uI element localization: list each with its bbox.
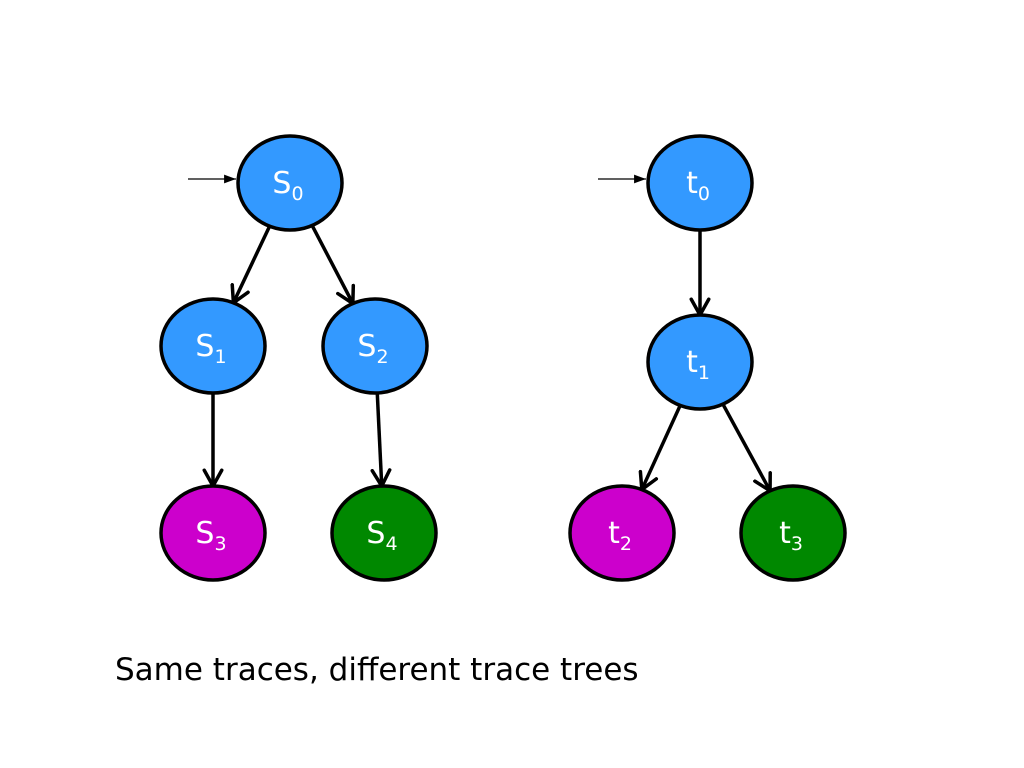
state-circle bbox=[568, 484, 676, 582]
state-node-s0: S0 bbox=[236, 134, 344, 232]
state-label: S1 bbox=[195, 329, 226, 368]
state-label: t2 bbox=[608, 516, 632, 555]
state-node-t2: t2 bbox=[568, 484, 676, 582]
edge-t1-t2 bbox=[638, 404, 682, 492]
state-circle bbox=[159, 297, 267, 395]
state-circle bbox=[646, 313, 754, 411]
state-label: t0 bbox=[686, 166, 710, 205]
state-label: S2 bbox=[357, 329, 388, 368]
state-circle bbox=[739, 484, 847, 582]
state-circle bbox=[321, 297, 429, 395]
state-label: S3 bbox=[195, 516, 226, 555]
state-node-t0: t0 bbox=[646, 134, 754, 232]
state-node-s3: S3 bbox=[159, 484, 267, 582]
edge-s0-s2 bbox=[310, 224, 356, 306]
state-label: t1 bbox=[686, 345, 710, 384]
right-trace-tree: t0 t1 t2 t3 bbox=[568, 134, 847, 582]
state-label: S0 bbox=[272, 166, 303, 205]
edge-s0-s1 bbox=[230, 225, 272, 305]
state-node-t1: t1 bbox=[646, 313, 754, 411]
state-node-t3: t3 bbox=[739, 484, 847, 582]
state-circle bbox=[236, 134, 344, 232]
state-label: t3 bbox=[779, 516, 803, 555]
caption: Same traces, different trace trees bbox=[115, 652, 639, 688]
edge-s2-s4 bbox=[370, 392, 392, 488]
state-label: S4 bbox=[366, 516, 397, 555]
state-node-s4: S4 bbox=[330, 484, 438, 582]
state-circle bbox=[159, 484, 267, 582]
state-node-s1: S1 bbox=[159, 297, 267, 395]
edge-t1-t3 bbox=[721, 403, 772, 493]
state-circle bbox=[646, 134, 754, 232]
state-circle bbox=[330, 484, 438, 582]
state-node-s2: S2 bbox=[321, 297, 429, 395]
